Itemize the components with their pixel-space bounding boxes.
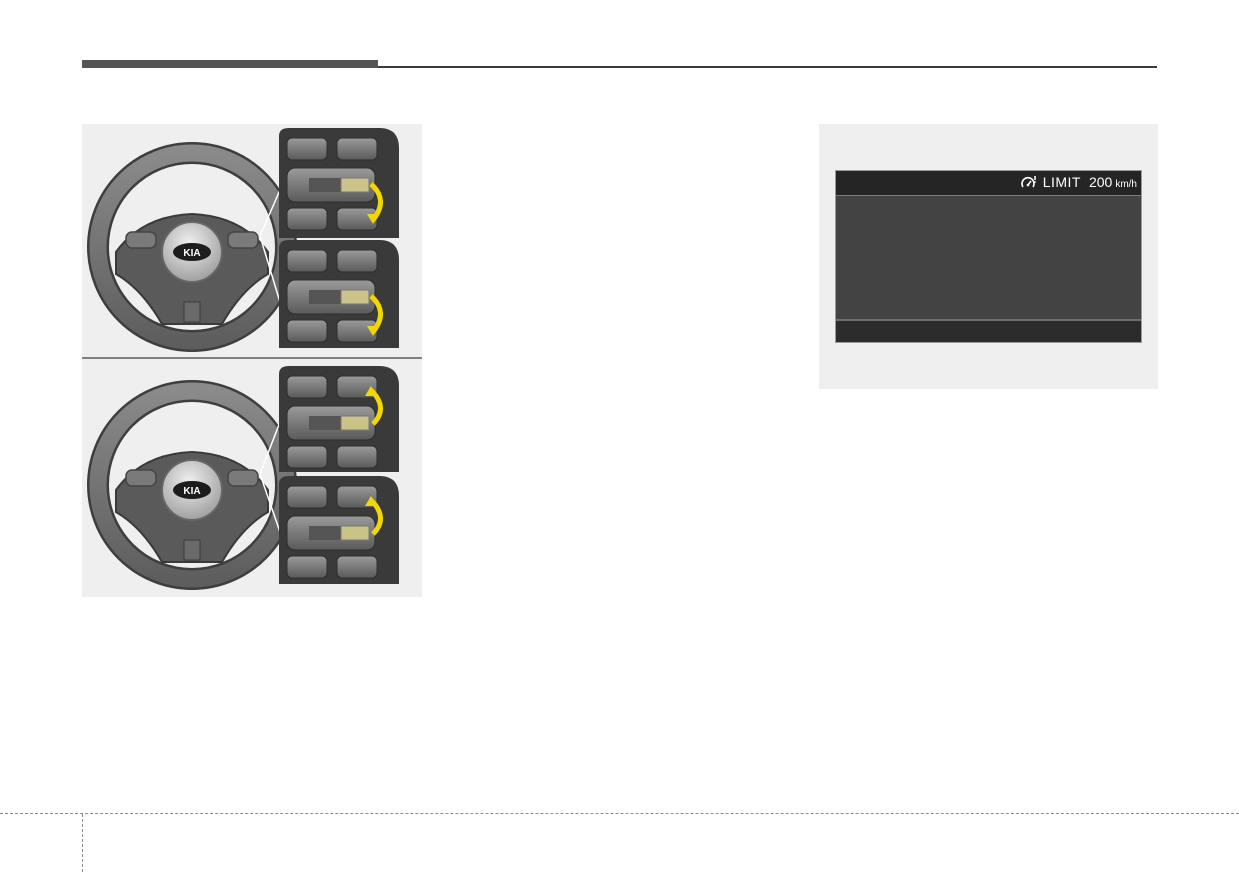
header-rule-thin xyxy=(378,66,1157,68)
cruise-switch-icon xyxy=(279,476,399,584)
cruise-switch-icon xyxy=(279,366,399,472)
cruise-switch-icon xyxy=(279,240,399,348)
speed-limiter-icon xyxy=(1020,176,1036,188)
kia-logo: KIA xyxy=(183,486,200,497)
kia-logo: KIA xyxy=(183,248,200,259)
steering-wheel-icon: KIA xyxy=(87,380,297,590)
speed-limit-readout: LIMIT 200 km/h xyxy=(1020,174,1137,192)
limit-unit: km/h xyxy=(1115,179,1137,190)
footer-vertical-rule xyxy=(82,814,83,872)
cluster-screen: LIMIT 200 km/h xyxy=(835,170,1142,343)
cluster-bottom-bar xyxy=(836,319,1141,342)
limit-label: LIMIT xyxy=(1042,174,1081,190)
limit-value: 200 xyxy=(1088,174,1113,190)
steering-wheel-icon: KIA xyxy=(87,142,297,352)
steering-wheel-illustration: KIA xyxy=(82,128,422,590)
steering-wheel-figure: KIA xyxy=(82,124,422,597)
cluster-display-figure: LIMIT 200 km/h xyxy=(819,124,1158,389)
cruise-switch-icon xyxy=(279,128,399,238)
cluster-status-bar: LIMIT 200 km/h xyxy=(836,171,1141,196)
header-rule-thick xyxy=(82,60,378,68)
steering-wheel-upper: KIA xyxy=(87,128,399,352)
steering-wheel-lower: KIA xyxy=(87,366,399,590)
footer-dashed-rule xyxy=(0,813,1239,814)
